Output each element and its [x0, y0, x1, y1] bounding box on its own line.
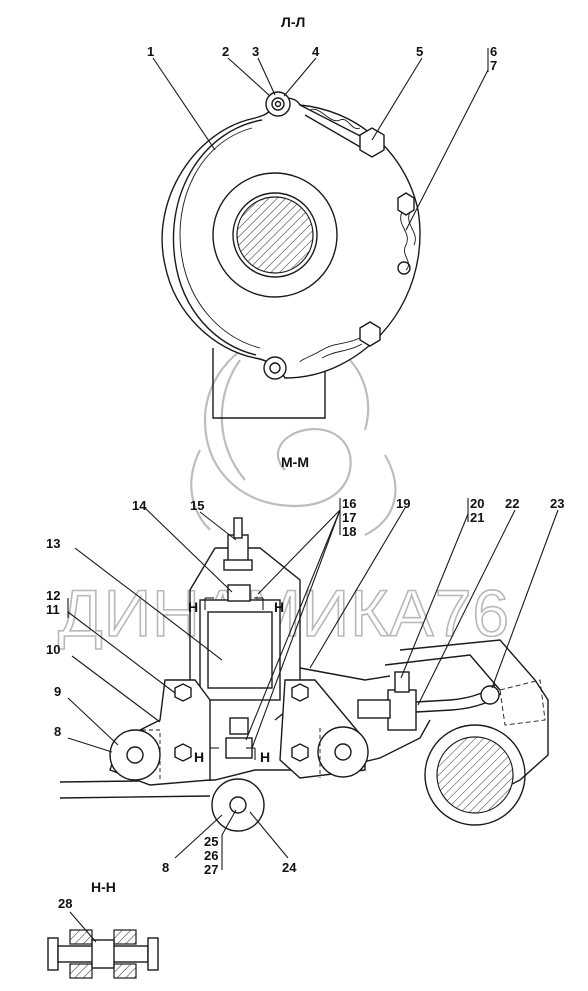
callout-6: 6 [490, 44, 497, 59]
callout-10: 10 [46, 642, 60, 657]
callout-25: 25 [204, 834, 218, 849]
callout-15: 15 [190, 498, 204, 513]
section-nn-view [47, 911, 159, 979]
callout-16: 16 [342, 496, 356, 511]
callout-8-bottom: 8 [162, 860, 169, 875]
callout-12: 12 [46, 588, 60, 603]
callout-7: 7 [490, 58, 497, 73]
section-title-ll: Л-Л [281, 14, 305, 30]
cut-mark-label: Н [274, 599, 284, 615]
cut-mark-label: Н [188, 599, 198, 615]
callout-22: 22 [505, 496, 519, 511]
callout-27: 27 [204, 862, 218, 877]
callout-17: 17 [342, 510, 356, 525]
leaders-ll [152, 48, 489, 231]
section-title-mm: М-М [281, 454, 309, 470]
callout-19: 19 [396, 496, 410, 511]
callout-24: 24 [282, 860, 297, 875]
section-title-nn: Н-Н [91, 879, 116, 895]
callout-4: 4 [312, 44, 320, 59]
watermark-text: ДИНАМИКА76 [58, 576, 510, 650]
cut-marks [204, 597, 264, 760]
leaders-mm [67, 498, 559, 870]
cut-mark-label: Н [260, 749, 270, 765]
callout-26: 26 [204, 848, 218, 863]
callout-28: 28 [58, 896, 72, 911]
callout-13: 13 [46, 536, 60, 551]
callout-20: 20 [470, 496, 484, 511]
callout-21: 21 [470, 510, 484, 525]
callout-18: 18 [342, 524, 356, 539]
callout-3: 3 [252, 44, 259, 59]
callout-8-left: 8 [54, 724, 61, 739]
section-mm-view [59, 517, 549, 832]
cut-mark-label: Н [194, 749, 204, 765]
callout-1: 1 [147, 44, 154, 59]
callout-23: 23 [550, 496, 564, 511]
callout-2: 2 [222, 44, 229, 59]
callout-14: 14 [132, 498, 147, 513]
section-ll-view [161, 91, 421, 419]
callout-5: 5 [416, 44, 423, 59]
callout-9: 9 [54, 684, 61, 699]
callout-11: 11 [46, 602, 60, 617]
